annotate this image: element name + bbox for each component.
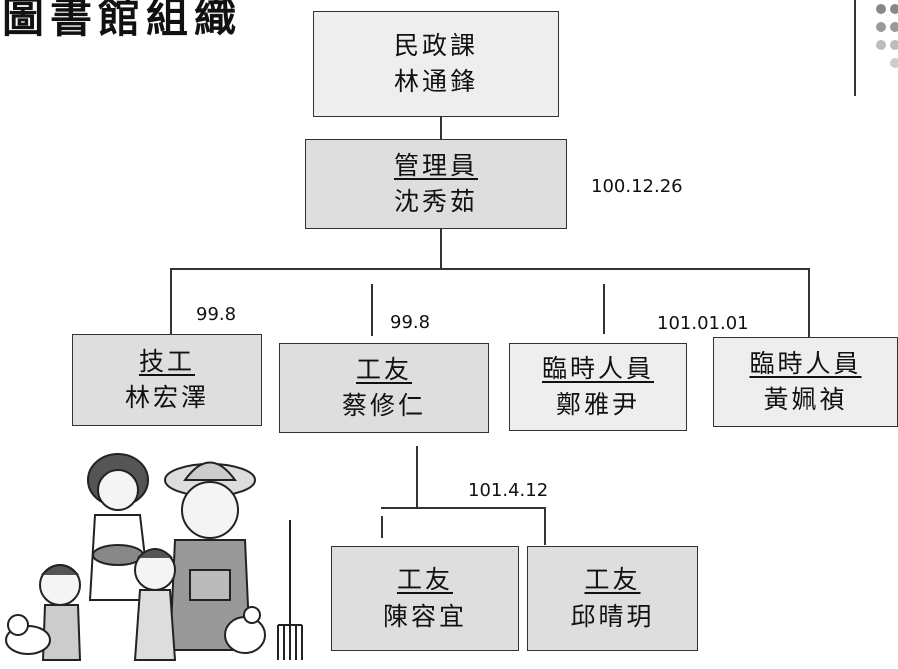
- node-role: 臨時人員: [541, 353, 654, 383]
- node-name: 邱晴玥: [570, 601, 655, 631]
- connector-line: [440, 117, 442, 139]
- connector-line: [416, 446, 418, 507]
- page-title: 圖書館組織: [2, 0, 243, 42]
- node-unit-label: 民政課: [393, 30, 478, 60]
- node-role: 技工: [138, 346, 195, 376]
- node-role: 管理員: [393, 150, 478, 180]
- node-worker-chen: 工友 陳容宜: [331, 546, 519, 651]
- family-clipart-illustration: [5, 453, 303, 661]
- node-role: 工友: [584, 565, 641, 595]
- node-name: 黃姵禎: [763, 385, 848, 414]
- node-worker-tsai: 工友 蔡修仁: [279, 343, 489, 433]
- connector-line: [381, 516, 383, 538]
- node-civil-affairs: 民政課 林通鋒: [313, 11, 559, 117]
- connector-line: [381, 507, 545, 509]
- date-manager: 100.12.26: [591, 176, 683, 197]
- node-temp-cheng: 臨時人員 鄭雅尹: [509, 343, 687, 431]
- node-name: 蔡修仁: [341, 391, 426, 420]
- date-temps: 101.01.01: [657, 313, 749, 334]
- node-name: 沈秀茹: [393, 187, 478, 216]
- connector-line: [808, 268, 810, 338]
- node-name: 陳容宜: [382, 601, 467, 631]
- connector-line: [371, 284, 373, 336]
- date-tech: 99.8: [196, 304, 237, 325]
- connector-line: [603, 284, 605, 334]
- connector-line: [440, 229, 442, 268]
- node-name: 鄭雅尹: [555, 390, 640, 419]
- decorative-divider: [854, 0, 856, 96]
- node-role: 臨時人員: [749, 348, 862, 378]
- node-name: 林宏澤: [124, 383, 209, 412]
- date-workers-bottom: 101.4.12: [468, 480, 549, 501]
- node-name: 林通鋒: [393, 67, 478, 96]
- node-worker-chiu: 工友 邱晴玥: [527, 546, 698, 651]
- node-temp-huang: 臨時人員 黃姵禎: [713, 337, 898, 427]
- node-manager: 管理員 沈秀茹: [305, 139, 567, 229]
- node-technician: 技工 林宏澤: [72, 334, 262, 426]
- date-worker1: 99.8: [390, 312, 431, 333]
- connector-line: [170, 268, 810, 270]
- node-role: 工友: [396, 565, 453, 595]
- connector-line: [544, 507, 546, 545]
- node-role: 工友: [355, 354, 412, 384]
- connector-line: [170, 268, 172, 336]
